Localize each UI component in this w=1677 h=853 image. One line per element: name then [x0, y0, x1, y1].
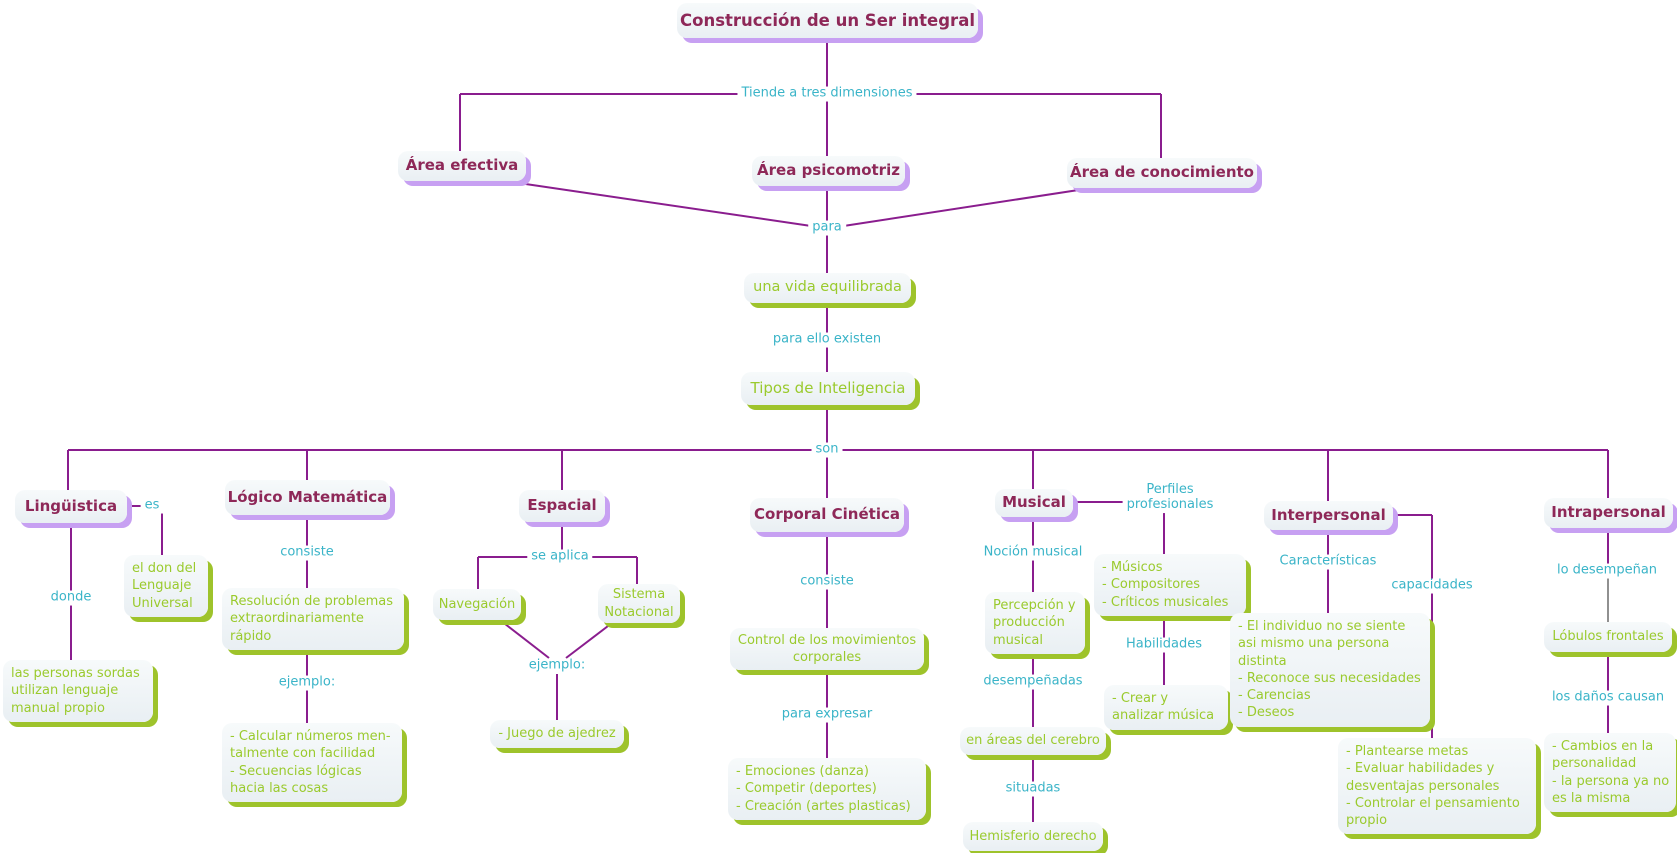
- node-sistema-notacional[interactable]: Sistema Notacional: [598, 584, 680, 623]
- link-habilidades[interactable]: Habilidades: [1121, 637, 1207, 653]
- node-areas-cerebro[interactable]: en áreas del cerebro: [960, 727, 1106, 755]
- node-juego-ajedrez[interactable]: - Juego de ajedrez: [490, 720, 624, 748]
- link-para-ello-existen[interactable]: para ello existen: [768, 332, 886, 348]
- concept-logico-matematica[interactable]: Lógico Matemática: [225, 480, 390, 515]
- link-situadas[interactable]: situadas: [1001, 781, 1065, 797]
- link-capacidades[interactable]: capacidades: [1387, 578, 1477, 594]
- node-tipos-inteligencia[interactable]: Tipos de Inteligencia: [741, 372, 915, 405]
- concept-intrapersonal[interactable]: Intrapersonal: [1544, 498, 1673, 528]
- node-resolucion-problemas[interactable]: Resolución de problemas extraordinariame…: [222, 588, 404, 650]
- node-plantearse-lista[interactable]: - Plantearse metas - Evaluar habilidades…: [1338, 738, 1536, 835]
- node-musicos-lista[interactable]: - Músicos - Compositores - Críticos musi…: [1094, 554, 1246, 616]
- node-emociones-lista[interactable]: - Emociones (danza) - Competir (deportes…: [728, 758, 926, 820]
- concept-espacial[interactable]: Espacial: [519, 490, 605, 522]
- concept-area-conocimiento[interactable]: Área de conocimiento: [1067, 158, 1257, 188]
- link-ejemplo-logico[interactable]: ejemplo:: [274, 675, 340, 691]
- link-desempenadas[interactable]: desempeñadas: [979, 674, 1087, 690]
- link-tiende-tres-dimensiones[interactable]: Tiende a tres dimensiones: [737, 86, 917, 102]
- node-lobulos-frontales[interactable]: Lóbulos frontales: [1544, 622, 1672, 652]
- link-es[interactable]: es: [140, 498, 164, 514]
- link-consiste-corporal[interactable]: consiste: [796, 574, 858, 590]
- concept-root[interactable]: Construcción de un Ser integral: [677, 3, 978, 38]
- link-perfiles-profesionales[interactable]: Perfiles profesionales: [1122, 482, 1218, 513]
- node-individuo-lista[interactable]: - El individuo no se siente asi mismo un…: [1230, 613, 1430, 727]
- node-control-movimientos[interactable]: Control de los movimientos corporales: [730, 628, 924, 670]
- node-don-lenguaje[interactable]: el don del Lenguaje Universal: [124, 555, 208, 617]
- link-lo-desempenan[interactable]: lo desempeñan: [1552, 563, 1662, 579]
- link-se-aplica[interactable]: se aplica: [527, 549, 593, 565]
- link-donde[interactable]: donde: [46, 590, 96, 606]
- concept-corporal-cinetica[interactable]: Corporal Cinética: [750, 498, 904, 532]
- concept-musical[interactable]: Musical: [995, 489, 1073, 517]
- concept-area-psicomotriz[interactable]: Área psicomotriz: [752, 156, 905, 186]
- node-hemisferio-derecho[interactable]: Hemisferio derecho: [963, 822, 1103, 851]
- node-vida-equilibrada[interactable]: una vida equilibrada: [744, 273, 911, 303]
- node-cambios-personalidad[interactable]: - Cambios en la personalidad - la person…: [1544, 733, 1676, 813]
- node-navegacion[interactable]: Navegación: [433, 589, 521, 620]
- node-crear-analizar[interactable]: - Crear y analizar música: [1104, 685, 1228, 730]
- link-ejemplo-espacial[interactable]: ejemplo:: [524, 658, 590, 674]
- node-calcular-numeros[interactable]: - Calcular números men- talmente con fac…: [222, 723, 402, 803]
- link-nocion-musical[interactable]: Noción musical: [979, 545, 1087, 561]
- node-personas-sordas[interactable]: las personas sordas utilizan lenguaje ma…: [3, 660, 153, 722]
- link-consiste-logico[interactable]: consiste: [276, 545, 338, 561]
- link-danos-causan[interactable]: los daños causan: [1547, 690, 1669, 706]
- concept-area-efectiva[interactable]: Área efectiva: [398, 151, 526, 181]
- link-son[interactable]: son: [811, 442, 843, 458]
- link-para-expresar[interactable]: para expresar: [777, 707, 877, 723]
- link-caracteristicas[interactable]: Características: [1275, 554, 1381, 570]
- link-para[interactable]: para: [808, 220, 846, 236]
- concept-interpersonal[interactable]: Interpersonal: [1264, 501, 1393, 530]
- node-percepcion-musical[interactable]: Percepción y producción musical: [985, 592, 1085, 654]
- concept-linguistica[interactable]: Lingüistica: [15, 490, 127, 523]
